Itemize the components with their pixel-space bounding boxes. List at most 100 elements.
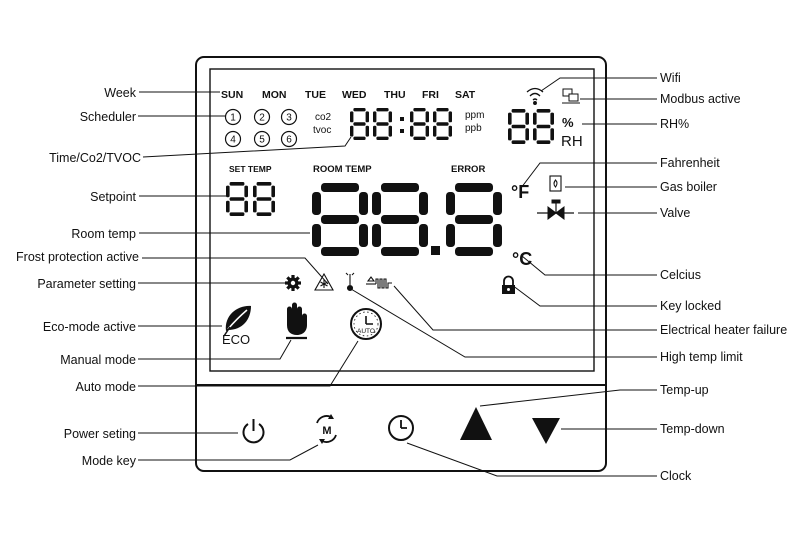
time-digit-4-segment-3: [436, 136, 449, 140]
setpoint-digit-1-segment-1: [229, 182, 245, 186]
time-digit-2-segment-1: [376, 108, 389, 112]
room-digit-2-segment-6: [372, 224, 381, 247]
time-digit-3-segment-4: [410, 111, 414, 123]
valve-icon: [537, 199, 574, 220]
clock-button[interactable]: [388, 415, 414, 441]
room-digit-1-segment-2: [321, 215, 359, 224]
setpoint-digit-2: [253, 182, 275, 216]
high-temp-callout: High temp limit: [660, 350, 743, 364]
temp-up-button[interactable]: [460, 407, 492, 440]
modbus-callout: Modbus active: [660, 92, 741, 106]
room-temp-readout: [312, 183, 502, 256]
mode-key-callout: Mode key: [82, 454, 137, 468]
setpoint-digit-2-segment-7: [271, 200, 275, 213]
scheduler-num-3: 3: [286, 113, 292, 124]
scheduler-num-4: 4: [230, 135, 236, 146]
clock-icon: [388, 415, 414, 441]
room-digit-2-segment-1: [381, 183, 419, 192]
time-co2-tvoc-readout: [350, 108, 452, 140]
room-digit-2-segment-3: [381, 247, 419, 256]
rh-percent: %: [562, 115, 574, 130]
room-digit-1-segment-6: [312, 224, 321, 247]
scheduler-circle-4: [224, 130, 242, 148]
setpoint-digit-1-segment-7: [244, 200, 248, 213]
room-digit-1-segment-7: [359, 224, 368, 247]
wifi-callout: Wifi: [660, 71, 681, 85]
time-digit-3-segment-3: [413, 136, 426, 140]
scheduler-circle-1: [224, 108, 242, 126]
day-wed: WED: [342, 89, 367, 101]
time-digit-2-segment-5: [388, 111, 392, 123]
rh-digit-1-segment-2: [511, 124, 526, 129]
time-digit-3-segment-5: [425, 111, 429, 123]
time-colon-top: [400, 117, 404, 121]
room-digit-3-segment-2: [455, 215, 493, 224]
time-digit-2-segment-7: [388, 125, 392, 137]
time-digit-4-segment-1: [436, 108, 449, 112]
power-callout: Power seting: [64, 427, 136, 441]
time-digit-3-segment-1: [413, 108, 426, 112]
setpoint-digit-2-segment-6: [253, 200, 257, 213]
leader-lines: [138, 77, 657, 477]
key-locked-callout: Key locked: [660, 299, 721, 313]
auto-callout: Auto mode: [76, 380, 137, 394]
time-digit-4-segment-6: [433, 125, 437, 137]
room-digit-1-segment-3: [321, 247, 359, 256]
rh-digit-2-segment-3: [536, 140, 551, 144]
gear-icon: [285, 275, 301, 291]
room-digit-2-segment-4: [372, 192, 381, 215]
hand-icon: [286, 302, 307, 340]
setpoint-digit-1-segment-4: [226, 185, 230, 198]
time-digit-4-segment-5: [448, 111, 452, 123]
leaf-icon: [223, 305, 251, 337]
parameter-callout: Parameter setting: [37, 277, 136, 291]
rh-readout: [508, 109, 554, 144]
triangle-up-icon: [460, 407, 492, 440]
device-outline: [195, 56, 607, 472]
time-digit-1-segment-5: [365, 111, 369, 123]
scheduler-circle-5: [253, 130, 271, 148]
setpoint-digit-2-segment-5: [271, 185, 275, 198]
gas-boiler-callout: Gas boiler: [660, 180, 717, 194]
room-digit-2-segment-7: [419, 224, 428, 247]
lock-icon: [502, 275, 515, 294]
time-digit-1-segment-7: [365, 125, 369, 137]
fahrenheit-callout: Fahrenheit: [660, 156, 720, 170]
mode-key-button[interactable]: M: [316, 414, 337, 444]
temp-down-button[interactable]: [532, 418, 560, 444]
rh-digit-1-segment-5: [525, 112, 529, 125]
time-digit-1-segment-2: [353, 122, 366, 126]
room-digit-3-segment-7: [493, 224, 502, 247]
clock-callout: Clock: [660, 469, 692, 483]
frost-icon: [314, 272, 334, 291]
time-digit-1-segment-6: [350, 125, 354, 137]
room-digit-1-segment-5: [359, 192, 368, 215]
week-days: SUN MON TUE WED THU FRI SAT: [221, 89, 476, 101]
power-button[interactable]: [242, 419, 265, 444]
room-digit-3: [446, 183, 502, 256]
room-digit-2: [372, 183, 428, 256]
rh-unit: RH: [561, 133, 583, 150]
manual-callout: Manual mode: [60, 353, 136, 367]
room-digit-3-segment-5: [493, 192, 502, 215]
time-digit-4: [433, 108, 452, 140]
setpoint-digit-2-segment-3: [256, 212, 272, 216]
time-digit-2: [373, 108, 392, 140]
time-digit-1-segment-3: [353, 136, 366, 140]
rh-digit-2-segment-6: [533, 128, 537, 141]
auto-label: AUTO: [357, 328, 375, 335]
scheduler-num-2: 2: [259, 113, 265, 124]
time-digit-2-segment-3: [376, 136, 389, 140]
scheduler-num-1: 1: [230, 113, 236, 124]
triangle-down-icon: [532, 418, 560, 444]
set-temp-label: SET TEMP: [229, 164, 272, 174]
heater-icon: [366, 276, 392, 289]
setpoint-digit-2-segment-4: [253, 185, 257, 198]
time-digit-2-segment-4: [373, 111, 377, 123]
time-digit-4-segment-4: [433, 111, 437, 123]
temp-down-callout: Temp-down: [660, 422, 725, 436]
mode-icon: [316, 414, 337, 444]
rh-digit-1-segment-4: [508, 112, 512, 125]
time-digit-1: [350, 108, 369, 140]
valve-callout: Valve: [660, 206, 690, 220]
